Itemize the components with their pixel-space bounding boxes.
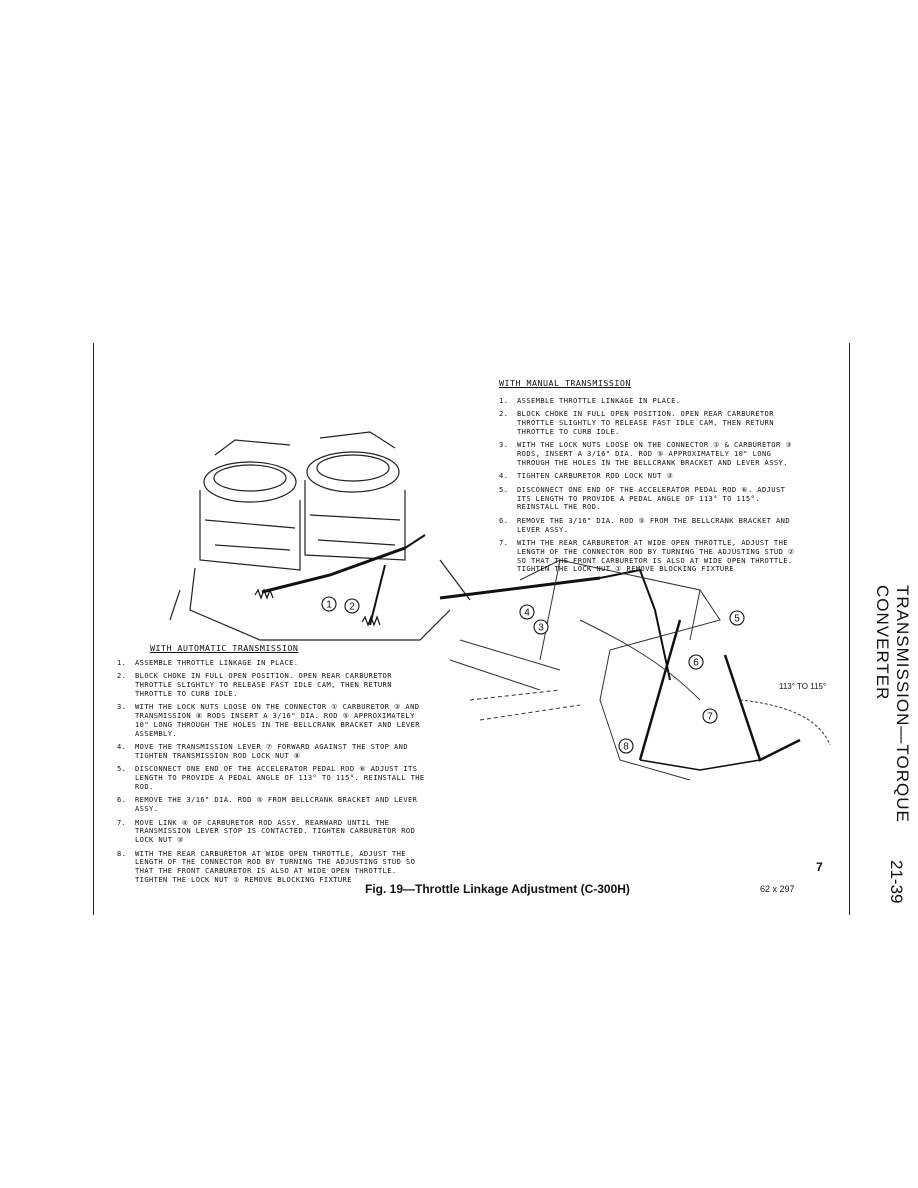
carburetor-assembly xyxy=(169,431,471,641)
svg-text:4: 4 xyxy=(524,608,530,619)
return-springs xyxy=(254,588,381,627)
automatic-step: 3.WITH THE LOCK NUTS LOOSE ON THE CONNEC… xyxy=(117,702,420,738)
svg-text:3: 3 xyxy=(538,623,544,634)
automatic-step: 8.WITH THE REAR CARBURETOR AT WIDE OPEN … xyxy=(117,848,416,884)
svg-text:7: 7 xyxy=(707,712,713,723)
manual-step: 5.DISCONNECT ONE END OF THE ACCELERATOR … xyxy=(499,484,786,512)
automatic-step: 5.DISCONNECT ONE END OF THE ACCELERATOR … xyxy=(117,764,425,791)
automatic-transmission-heading: WITH AUTOMATIC TRANSMISSION xyxy=(150,643,299,653)
svg-text:5: 5 xyxy=(734,614,740,625)
callout-8: 8 xyxy=(618,738,634,754)
manual-step: 4.TIGHTEN CARBURETOR ROD LOCK NUT ③ xyxy=(499,471,674,481)
svg-text:2: 2 xyxy=(349,602,355,613)
section-title: TRANSMISSION—TORQUE CONVERTER xyxy=(873,585,912,823)
automatic-step: 7.MOVE LINK ④ OF CARBURETOR ROD ASSY. RE… xyxy=(117,817,416,845)
callout-3: 3 xyxy=(533,619,549,635)
manual-transmission-heading: WITH MANUAL TRANSMISSION xyxy=(499,378,631,388)
svg-text:6: 6 xyxy=(693,658,699,669)
manual-steps-list: 1.ASSEMBLE THROTTLE LINKAGE IN PLACE. 2.… xyxy=(499,396,795,579)
right-margin-rule xyxy=(849,343,850,915)
negative-code: 62 x 297 xyxy=(760,884,795,894)
automatic-step: 4.MOVE THE TRANSMISSION LEVER ⑦ FORWARD … xyxy=(117,742,408,760)
callout-4: 4 xyxy=(519,604,535,620)
callout-6: 6 xyxy=(688,654,704,670)
figure-number: 7 xyxy=(816,860,823,874)
manual-step: 7.WITH THE REAR CARBURETOR AT WIDE OPEN … xyxy=(499,537,795,574)
callout-7: 7 xyxy=(702,708,718,724)
figure-caption: Fig. 19—Throttle Linkage Adjustment (C-3… xyxy=(365,882,630,896)
callout-5: 5 xyxy=(729,610,745,626)
automatic-step: 2.BLOCK CHOKE IN FULL OPEN POSITION. OPE… xyxy=(117,671,392,698)
svg-text:8: 8 xyxy=(623,742,629,753)
svg-text:1: 1 xyxy=(326,600,332,611)
automatic-steps-list: 1.ASSEMBLE THROTTLE LINKAGE IN PLACE. 2.… xyxy=(117,658,429,889)
left-margin-rule xyxy=(93,343,94,915)
automatic-step: 1.ASSEMBLE THROTTLE LINKAGE IN PLACE. xyxy=(117,658,299,667)
pedal-angle-label: 113° TO 115° xyxy=(779,682,827,691)
page-number: 21-39 xyxy=(887,860,906,904)
callout-1: 1 xyxy=(321,596,337,612)
manual-step: 2.BLOCK CHOKE IN FULL OPEN POSITION. OPE… xyxy=(499,409,774,436)
linkage-rods xyxy=(261,534,801,771)
callout-2: 2 xyxy=(344,598,360,614)
bellcrank-bracket xyxy=(449,559,831,781)
manual-step: 6.REMOVE THE 3/16" DIA. ROD ⑤ FROM THE B… xyxy=(499,515,790,534)
manual-step: 1.ASSEMBLE THROTTLE LINKAGE IN PLACE. xyxy=(499,396,681,405)
automatic-step: 6.REMOVE THE 3/16" DIA. ROD ⑤ FROM BELLC… xyxy=(117,795,418,814)
manual-step: 3.WITH THE LOCK NUTS LOOSE ON THE CONNEC… xyxy=(499,440,793,467)
